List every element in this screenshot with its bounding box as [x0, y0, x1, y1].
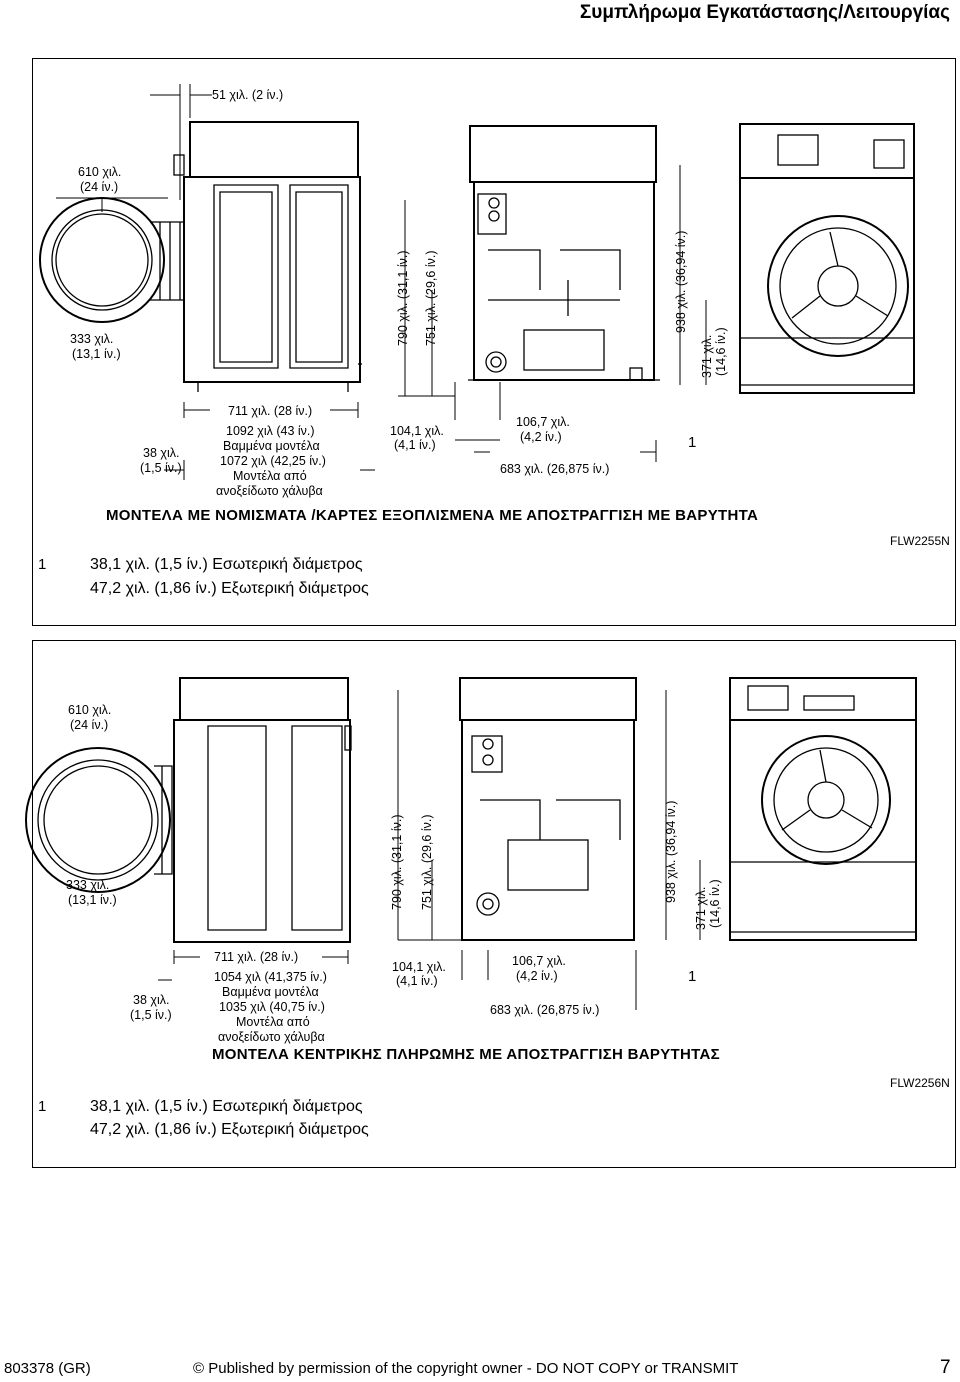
panel1-key-outer-diameter: 47,2 χιλ. (1,86 ίν.) Εξωτερική διάμετρος [90, 580, 369, 597]
dim-610in: (24 ίν.) [80, 180, 119, 194]
panel2-key-number: 1 [38, 1098, 47, 1115]
panel2-title: ΜΟΝΤΕΛΑ ΚΕΝΤΡΙΚΗΣ ΠΛΗΡΩΜΗΣ ΜΕ ΑΠΟΣΤΡΑΓΓΙ… [212, 1046, 720, 1063]
p2-dim-610mm: 610 χιλ. [68, 703, 112, 717]
dim-938mm: 938 χιλ. (36,94 ίν.) [674, 230, 688, 333]
page-header-title: Συμπλήρωμα Εγκατάστασης/Λειτουργίας [579, 2, 950, 23]
p2-dim-333mm: 333 χιλ. [66, 878, 110, 892]
footer-doc-number: 803378 (GR) [4, 1360, 91, 1377]
dim-104mm: 104,1 χιλ. [390, 424, 444, 438]
coin-card-models-panel [32, 58, 956, 626]
p2-dim-371in: (14,6 ίν.) [708, 879, 722, 928]
dim-1092-line1: 1092 χιλ (43 ίν.) [226, 424, 315, 438]
panel1-figure-code: FLW2255N [890, 534, 950, 548]
top-view-drum-p1 [39, 197, 185, 323]
side-view-p1 [173, 121, 362, 392]
dim-711mm: 711 χιλ. (28 ίν.) [228, 404, 313, 418]
dim-1092-line2: Βαμμένα μοντέλα [223, 439, 320, 453]
p2-dim-371mm: 371 χιλ. [694, 886, 708, 930]
dim-610mm: 610 χιλ. [78, 165, 122, 179]
p2-dim-790mm: 790 χιλ. (31,1 ίν.) [390, 814, 404, 911]
p2-dim-751mm: 751 χιλ. (29,6 ίν.) [420, 814, 434, 911]
p2-dim-1054-line1: 1054 χιλ (41,375 ίν.) [214, 970, 327, 984]
p2-dim-106mm: 106,7 χιλ. [512, 954, 566, 968]
dim-38in: (1,5 ίν.) [140, 461, 182, 475]
side-view-p2 [173, 677, 352, 943]
callout-1: 1 [688, 434, 697, 451]
dim-333in: (13,1 ίν.) [72, 347, 121, 361]
panel2-key-inner-diameter: 38,1 χιλ. (1,5 ίν.) Εσωτερική διάμετρος [90, 1098, 363, 1115]
p2-dim-1054-line3: 1035 χιλ (40,75 ίν.) [219, 1000, 325, 1014]
p2-dim-104mm: 104,1 χιλ. [392, 960, 446, 974]
dim-1092-line4: Μοντέλα από [233, 469, 307, 483]
front-view-p1 [739, 123, 915, 394]
dim-38mm: 38 χιλ. [143, 446, 180, 460]
p2-dim-1054-line2: Βαμμένα μοντέλα [222, 985, 319, 999]
footer-copyright: © Published by permission of the copyrig… [193, 1360, 739, 1377]
p2-dim-610in: (24 ίν.) [70, 718, 109, 732]
dim-104in: (4,1 ίν.) [394, 438, 436, 452]
rear-view-p1 [468, 125, 660, 381]
footer-page-number: 7 [940, 1357, 951, 1378]
p2-dim-38in: (1,5 ίν.) [130, 1008, 172, 1022]
dim-751mm: 751 χιλ. (29,6 ίν.) [424, 250, 438, 347]
p2-dim-1054-line5: ανοξείδωτο χάλυβα [218, 1030, 325, 1044]
dim-333mm: 333 χιλ. [70, 332, 114, 346]
p2-dim-38mm: 38 χιλ. [133, 993, 170, 1007]
panel2-figure-code: FLW2256N [890, 1076, 950, 1090]
p2-dim-333in: (13,1 ίν.) [68, 893, 117, 907]
dim-790mm: 790 χιλ. (31,1 ίν.) [396, 250, 410, 347]
p2-dim-683mm: 683 χιλ. (26,875 ίν.) [490, 1003, 600, 1017]
rear-view-p2 [459, 677, 637, 941]
dim-1092-line3: 1072 χιλ (42,25 ίν.) [220, 454, 326, 468]
p2-dim-104in: (4,1 ίν.) [396, 974, 438, 988]
p2-dim-711mm: 711 χιλ. (28 ίν.) [214, 950, 299, 964]
panel1-key-inner-diameter: 38,1 χιλ. (1,5 ίν.) Εσωτερική διάμετρος [90, 556, 363, 573]
central-pay-models-panel [32, 640, 956, 1168]
panel1-key-number: 1 [38, 556, 47, 573]
p2-dim-938mm: 938 χιλ. (36,94 ίν.) [664, 800, 678, 903]
dim-106mm: 106,7 χιλ. [516, 415, 570, 429]
dim-371in: (14,6 ίν.) [714, 327, 728, 376]
panel1-title: ΜΟΝΤΕΛΑ ΜΕ ΝΟΜΙΣΜΑΤΑ /ΚΑΡΤΕΣ ΕΞΟΠΛΙΣΜΕΝΑ… [106, 507, 759, 524]
height-dims-p1 [398, 200, 501, 441]
p2-dim-106in: (4,2 ίν.) [516, 969, 558, 983]
dim-683mm: 683 χιλ. (26,875 ίν.) [500, 462, 610, 476]
dim-371mm: 371 χιλ. [700, 334, 714, 378]
p2-callout-1: 1 [688, 968, 697, 985]
p2-dim-1054-line4: Μοντέλα από [236, 1015, 310, 1029]
dim-1092-line5: ανοξείδωτο χάλυβα [216, 484, 323, 498]
top-view-drum-p2 [25, 747, 173, 893]
dimension-lines-p2 [158, 690, 701, 1010]
dim-106in: (4,2 ίν.) [520, 430, 562, 444]
panel2-key-outer-diameter: 47,2 χιλ. (1,86 ίν.) Εξωτερική διάμετρος [90, 1121, 369, 1138]
front-view-p2 [729, 677, 917, 941]
dim-51mm: 51 χιλ. (2 ίν.) [212, 88, 284, 102]
dimension-lines-p1-left [56, 84, 375, 480]
